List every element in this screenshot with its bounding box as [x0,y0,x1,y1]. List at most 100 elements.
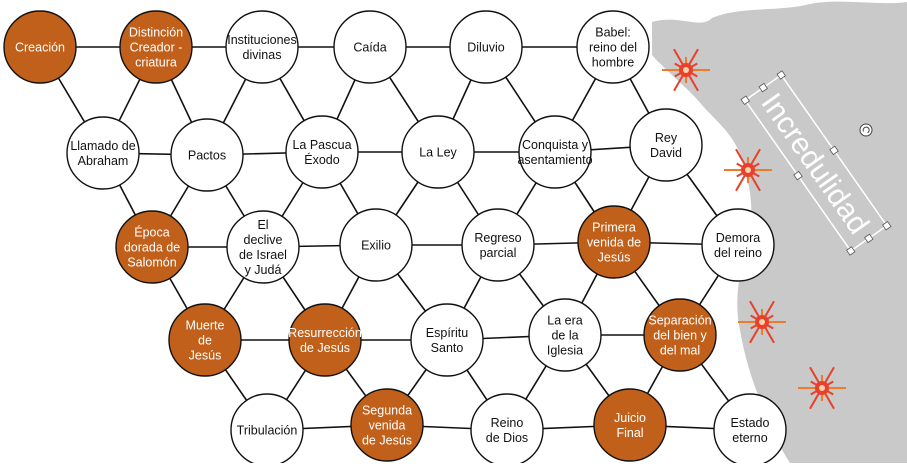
node-label: de Israel [239,248,287,262]
node-label: Éxodo [304,152,339,167]
node-label: Estado [731,416,770,430]
resize-handle-icon[interactable] [846,246,856,256]
node-circle [461,208,535,282]
node-circle [115,210,189,284]
resize-handle-icon[interactable] [793,170,803,181]
resize-handle-icon[interactable] [740,95,750,105]
node-circle [225,10,299,84]
unbelief-region [652,1,907,463]
spark-icon [738,300,786,344]
node-circle [333,10,407,84]
node-circle [528,298,602,372]
node-label: Separación [648,313,711,327]
node-circle [339,208,413,282]
node-label: Regreso [474,231,521,245]
node-label: La Ley [419,145,457,159]
node-label: David [650,146,682,160]
node-label: de Jesús [300,341,350,355]
node-circle [288,303,362,377]
node-label: Muerte [186,318,225,332]
node-circle [701,208,775,282]
node-label: y Judá [245,263,282,277]
resize-handle-icon[interactable] [758,82,768,93]
node-label: de la [551,328,578,342]
node-label: Pactos [188,148,226,162]
node-label: El [257,218,268,232]
node-pactos[interactable]: Pactos [170,118,244,192]
node-diluvio[interactable]: Diluvio [449,10,523,84]
resize-handle-icon[interactable] [829,145,839,156]
node-circle [629,108,703,182]
node-label: declive [244,233,283,247]
node-label: Juicio [614,411,646,425]
node-circle [3,10,77,84]
node-label: Caída [353,40,386,54]
node-label: Instituciones [227,33,296,47]
node-circle [168,303,242,377]
node-label: Santo [431,341,464,355]
node-circle [576,10,650,84]
node-label: Segunda [362,403,412,417]
node-label: parcial [480,246,517,260]
node-label: divinas [243,48,282,62]
node-label: Reino [491,416,524,430]
node-label: Babel: [595,25,630,39]
node-ley[interactable]: La Ley [401,115,475,189]
node-label: Jesús [189,348,222,362]
spark-icon [798,366,846,410]
node-label: Resurrección [288,326,362,340]
node-circle [119,10,193,84]
node-label: La Pascua [292,138,351,152]
node-circle [593,388,667,462]
resize-handle-icon[interactable] [864,233,874,244]
node-label: venida [369,418,406,432]
node-label: Salomón [127,255,176,269]
node-label: Jesús [598,250,631,264]
node-label: Distinción [129,25,183,39]
resize-handle-icon[interactable] [776,70,786,80]
node-label: Creador - [130,40,183,54]
node-label: criatura [135,55,177,69]
node-caida[interactable]: Caída [333,10,407,84]
resize-handle-icon[interactable] [882,221,892,231]
node-label: Rey [655,131,678,145]
spark-icon [662,48,710,92]
node-circle [350,388,424,462]
node-label: asentamiento [517,153,592,167]
rotate-handle-icon[interactable] [859,123,873,137]
node-exilio[interactable]: Exilio [339,208,413,282]
node-circle [170,118,244,192]
node-circle [643,298,717,372]
node-label: Primera [592,220,636,234]
node-label: dorada de [124,240,180,254]
node-circle [449,10,523,84]
node-label: Llamado de [70,139,135,153]
node-label: Tribulación [237,423,298,437]
node-tribulacion[interactable]: Tribulación [230,393,304,467]
node-circle [285,115,359,189]
node-creacion[interactable]: Creación [3,10,77,84]
